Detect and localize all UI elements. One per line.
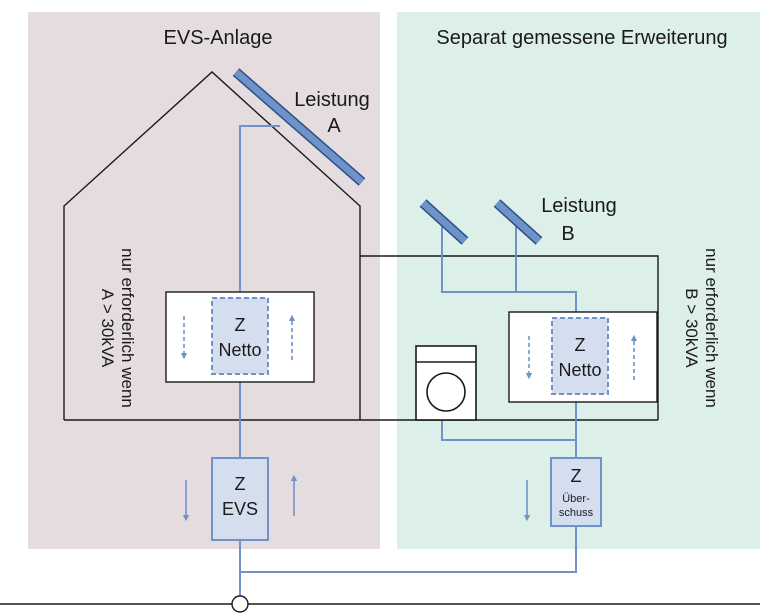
- netto-b-label-line2: Netto: [558, 360, 601, 380]
- netto-a-label-line2: Netto: [218, 340, 261, 360]
- netto-b-meter: [551, 317, 609, 395]
- ueberschuss-meter-line2: Über-: [562, 493, 590, 505]
- extension-outline: [360, 255, 659, 420]
- pv-panel-b2: [493, 199, 543, 245]
- evs-panel-title: EVS-Anlage: [164, 27, 273, 49]
- washing-machine-icon: [415, 345, 477, 421]
- evs-meter-line2: EVS: [222, 499, 258, 519]
- netto-a-meter: [211, 297, 269, 375]
- evs-meter: [211, 457, 269, 541]
- pv-a-label-line2: A: [327, 115, 341, 137]
- note-a-line1: nur erforderlich wenn: [118, 248, 137, 408]
- pv-b-label-line2: B: [561, 223, 574, 245]
- pv-panel-a: [232, 68, 366, 186]
- ueberschuss-meter-line1: Z: [571, 466, 582, 486]
- note-b-line1: nur erforderlich wenn: [702, 248, 721, 408]
- house-outline: [63, 71, 361, 420]
- note-b-line2: B > 30kVA: [682, 288, 701, 368]
- ueberschuss-meter: [550, 457, 602, 527]
- pv-b-label-line1: Leistung: [541, 195, 617, 217]
- netto-a-label-line1: Z: [235, 315, 246, 335]
- evs-meter-line1: Z: [235, 474, 246, 494]
- grid-connection-point: [231, 595, 249, 613]
- note-b: nur erforderlich wenn B > 30kVA: [682, 248, 721, 408]
- netto-b-label-line1: Z: [575, 335, 586, 355]
- note-a: nur erforderlich wenn A > 30kVA: [98, 248, 137, 408]
- note-a-line2: A > 30kVA: [98, 289, 117, 368]
- ueberschuss-meter-line3: schuss: [559, 507, 594, 519]
- pv-panel-b1: [419, 199, 469, 245]
- extension-panel-title: Separat gemessene Erweiterung: [436, 27, 727, 49]
- pv-a-label-line1: Leistung: [294, 89, 370, 111]
- evs-panel: [28, 12, 380, 549]
